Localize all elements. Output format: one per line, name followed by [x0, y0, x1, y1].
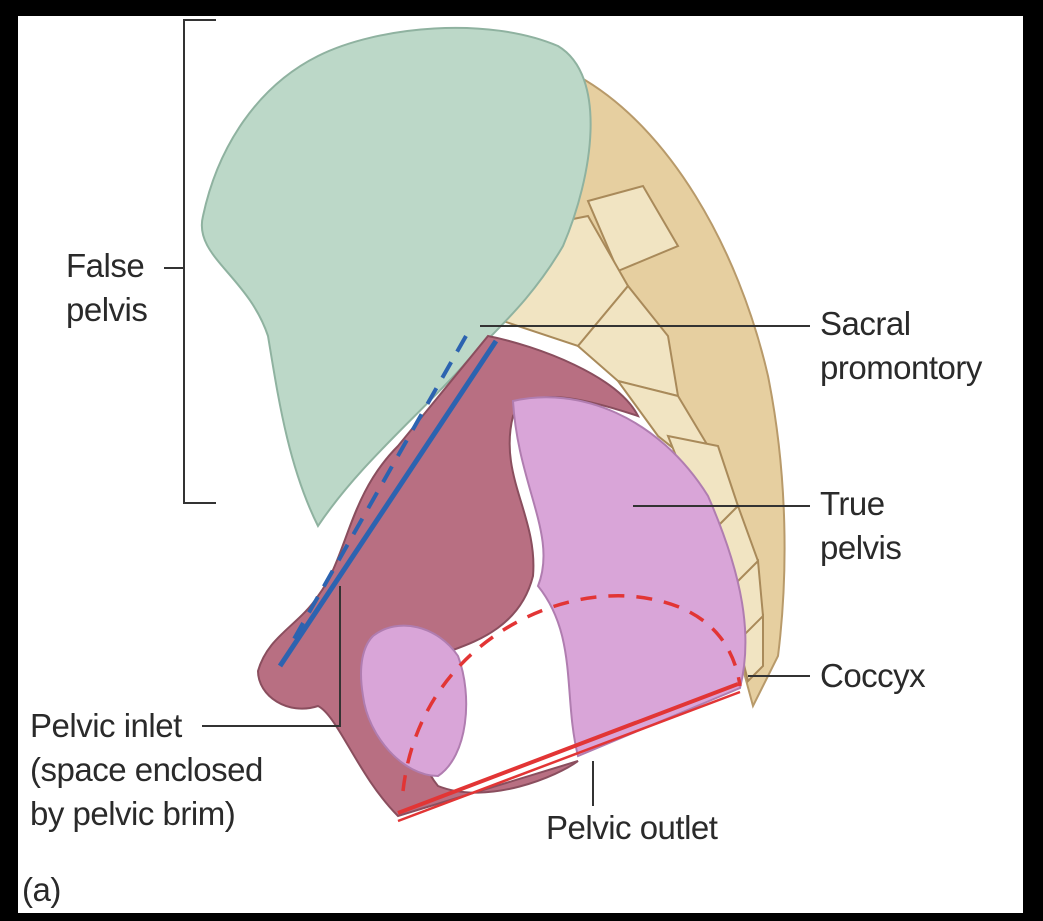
coccyx-label: Coccyx [820, 654, 925, 698]
figure-panel: False pelvis Sacral promontory True pelv… [18, 16, 1023, 913]
panel-letter-label: (a) [22, 868, 61, 912]
pelvic-outlet-label: Pelvic outlet [546, 806, 717, 850]
false-pelvis-label: False pelvis [66, 244, 147, 332]
pelvic-inlet-label: Pelvic inlet (space enclosed by pelvic b… [30, 704, 263, 836]
sacral-promontory-label: Sacral promontory [820, 302, 982, 390]
true-pelvis-label: True pelvis [820, 482, 901, 570]
